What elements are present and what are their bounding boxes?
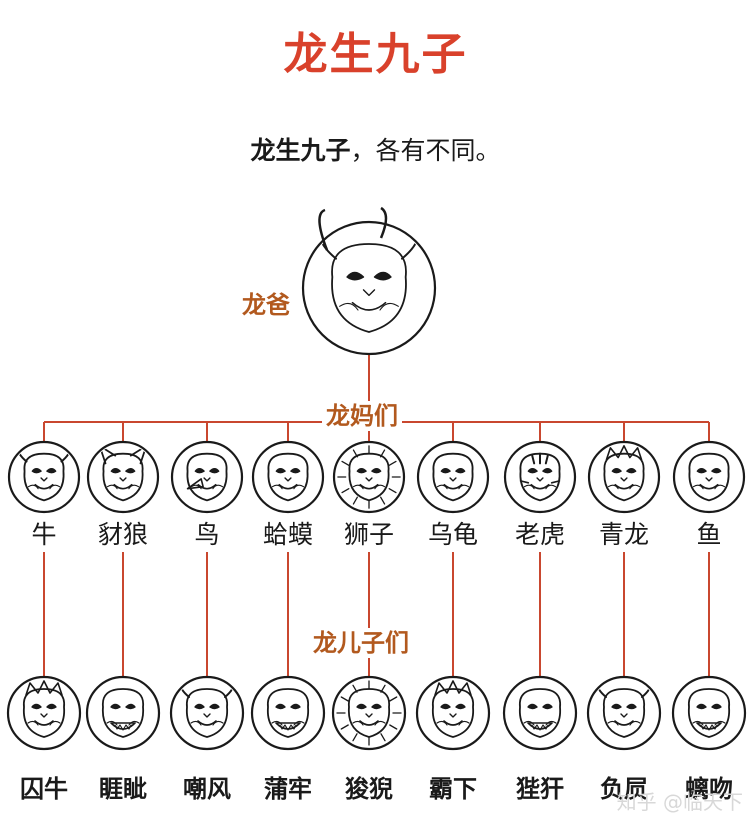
dragon-dad-face-icon [301, 220, 437, 356]
subtitle-rest: ，各有不同。 [350, 136, 501, 165]
bian-face-icon [502, 675, 578, 751]
son-name-label: 狻猊 [345, 775, 393, 803]
chaofeng-face-icon [169, 675, 245, 751]
pulao-face-icon [250, 675, 326, 751]
watermark: 知乎 @临天下 [616, 790, 743, 814]
dragon-face-icon [587, 440, 661, 514]
yazi-face-icon [85, 675, 161, 751]
son-name-label: 睚眦 [99, 775, 147, 803]
lion-face-icon [332, 440, 406, 514]
mother-name-label: 牛 [31, 520, 57, 549]
bird-face-icon [170, 440, 244, 514]
ox-face-icon [7, 440, 81, 514]
son-name-label: 狴犴 [516, 775, 564, 803]
son-name-label: 负屃 [600, 775, 648, 803]
son-name-label: 螭吻 [685, 775, 733, 803]
page-title: 龙生九子 [283, 29, 468, 80]
mother-name-label: 狮子 [343, 520, 394, 549]
dad-antler-left-icon [318, 208, 329, 251]
mother-name-label: 青龙 [598, 520, 649, 549]
mother-name-label: 蛤蟆 [262, 520, 313, 549]
moms-label: 龙妈们 [322, 401, 402, 431]
page-subtitle: 龙生九子，各有不同。 [0, 131, 751, 167]
toad-face-icon [251, 440, 325, 514]
mother-name-label: 豺狼 [97, 520, 148, 549]
son-name-label: 霸下 [429, 775, 477, 803]
baxia-face-icon [415, 675, 491, 751]
subtitle-bold: 龙生九子 [250, 136, 351, 165]
dad-label: 龙爸 [238, 290, 294, 320]
son-name-label: 蒲牢 [264, 775, 312, 803]
dad-antler-right-icon [379, 206, 388, 239]
suanni-face-icon [331, 675, 407, 751]
mother-name-label: 鱼 [696, 520, 722, 549]
mother-name-label: 乌龟 [427, 520, 478, 549]
tiger-face-icon [503, 440, 577, 514]
mother-name-label: 鸟 [194, 520, 220, 549]
turtle-face-icon [416, 440, 490, 514]
mother-name-label: 老虎 [514, 520, 565, 549]
fuxi-face-icon [586, 675, 662, 751]
sons-label: 龙儿子们 [309, 628, 413, 658]
qiuniu-face-icon [6, 675, 82, 751]
chiwen-face-icon [671, 675, 747, 751]
son-name-label: 嘲风 [183, 775, 231, 803]
son-name-label: 囚牛 [20, 775, 68, 803]
fish-face-icon [672, 440, 746, 514]
wolf-face-icon [86, 440, 160, 514]
